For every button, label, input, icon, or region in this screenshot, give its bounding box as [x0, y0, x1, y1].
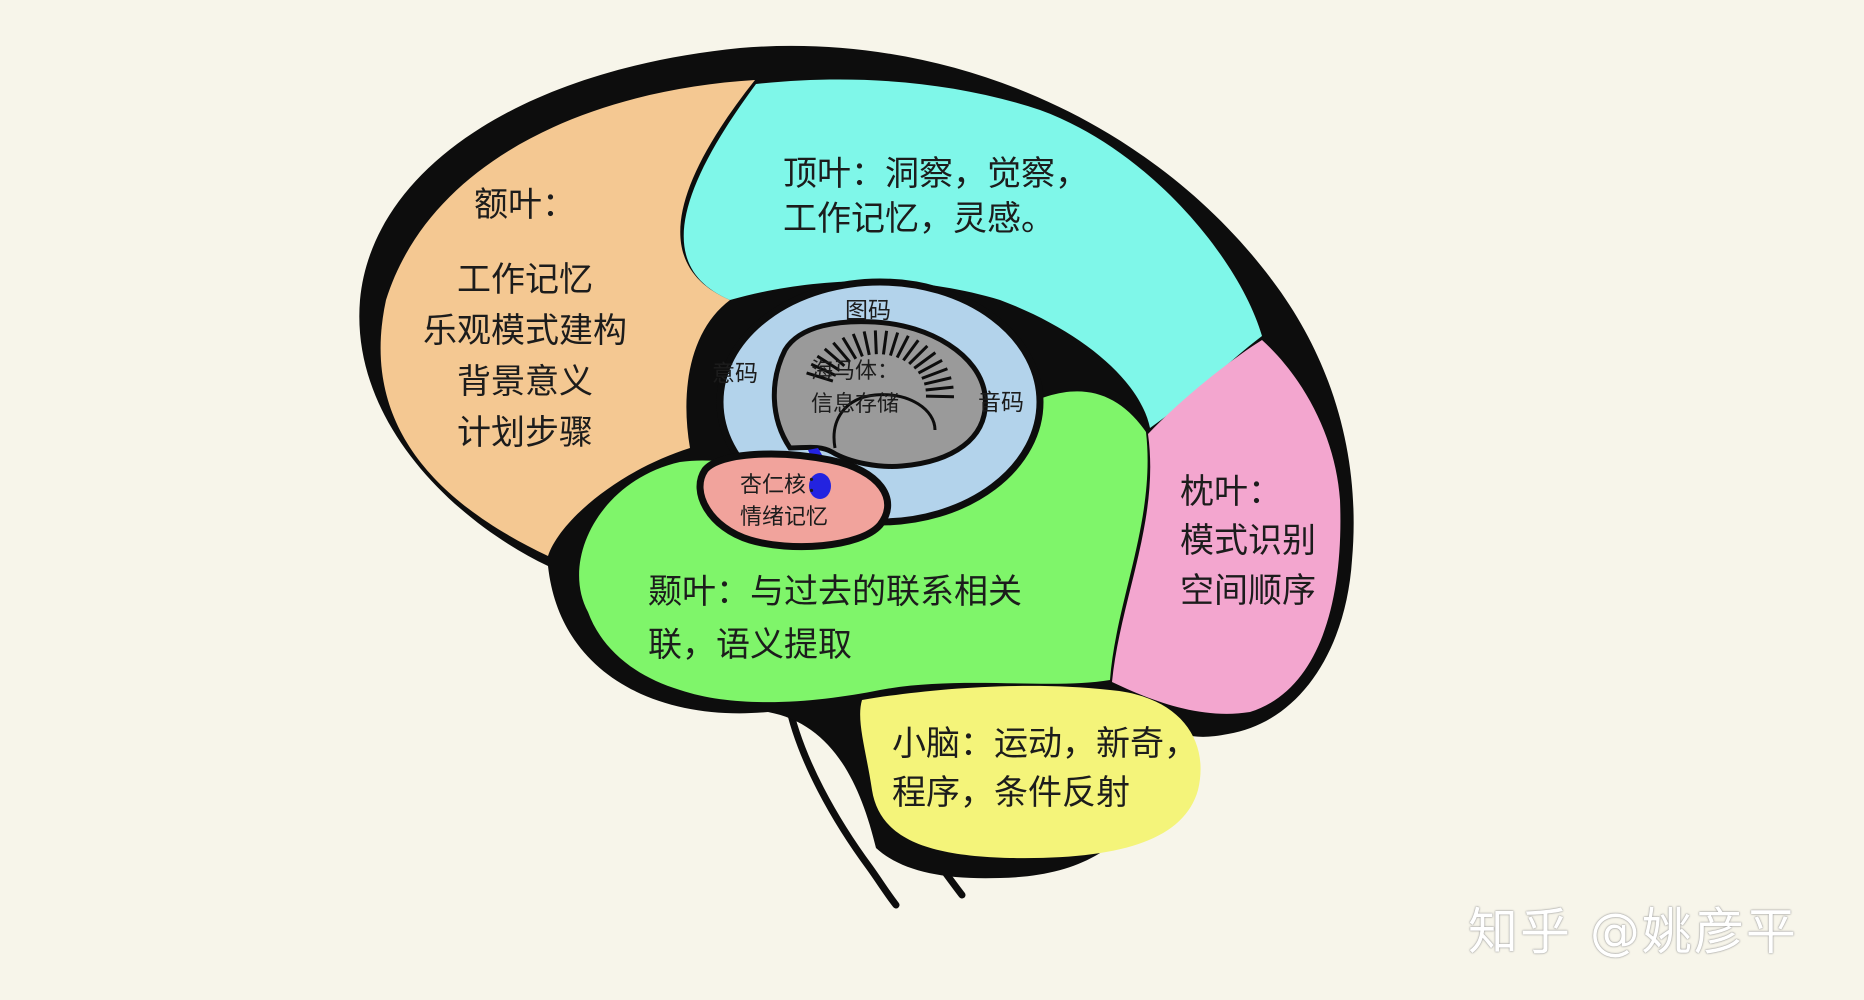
parietal-line: 顶叶：洞察，觉察， — [783, 154, 1089, 194]
frontal-line: 乐观模式建构 — [423, 311, 627, 351]
hippocampus-label: 海马体： 信息存储 — [790, 355, 920, 421]
frontal-title: 额叶： — [474, 185, 576, 225]
hippocampus-line: 海马体： — [810, 359, 899, 384]
hippocampus-ridge — [921, 367, 948, 380]
occipital-lobe — [1112, 340, 1341, 714]
hippocampus-line: 信息存储 — [810, 392, 899, 417]
hippocampus-ridges — [806, 330, 955, 399]
frontal-line: 工作记忆 — [457, 260, 593, 300]
occipital-line: 模式识别 — [1180, 521, 1316, 562]
hippocampus-ridge — [832, 341, 851, 363]
hippocampus-ridge — [873, 330, 878, 355]
hippocampus-ridge — [810, 362, 837, 377]
hippocampus-ridge — [881, 330, 889, 355]
hippocampus-ridge — [917, 358, 943, 375]
amygdala-label: 杏仁核： 情绪记忆 — [724, 470, 844, 534]
cerebellum-line: 程序，条件反射 — [892, 773, 1130, 814]
parietal-lobe-label: 顶叶：洞察，觉察， 工作记忆，灵感。 — [783, 152, 1089, 242]
hippocampus-ridge — [862, 331, 871, 356]
watermark: 知乎 @姚彦平 — [1468, 903, 1798, 961]
hippocampus-ridge — [923, 376, 952, 386]
occipital-line: 枕叶： — [1180, 472, 1282, 512]
sound-code-label: 音码 — [978, 390, 1024, 416]
cerebellum — [860, 685, 1201, 859]
hippocampus-ridge — [908, 344, 929, 366]
hippocampus-inner — [832, 393, 937, 449]
hippocampus-ridge — [925, 385, 954, 392]
frontal-lobe — [380, 80, 755, 556]
occipital-line: 空间顺序 — [1180, 570, 1316, 611]
amygdala-node — [809, 473, 831, 499]
hippocampus-ridge — [841, 336, 858, 360]
occipital-lobe-label: 枕叶： 模式识别 空间顺序 — [1180, 468, 1316, 616]
hippocampus-ridge — [888, 332, 900, 357]
amygdala-line: 情绪记忆 — [739, 504, 828, 530]
hippocampus-ridge — [902, 339, 920, 362]
cerebellum-label: 小脑：运动，新奇， 程序，条件反射 — [892, 720, 1198, 819]
parietal-line: 工作记忆，灵感。 — [783, 198, 1055, 239]
amygdala — [696, 450, 892, 551]
frontal-line: 背景意义 — [457, 362, 593, 402]
cerebellum-line: 小脑：运动，新奇， — [892, 724, 1198, 764]
frontal-line: 计划步骤 — [457, 413, 593, 453]
amygdala-line: 杏仁核： — [739, 473, 828, 498]
temporal-line: 颞叶：与过去的联系相关 — [648, 572, 1022, 612]
frontal-lobe-label: 额叶： 工作记忆 乐观模式建构 背景意义 计划步骤 — [395, 180, 655, 459]
image-code-label: 图码 — [845, 298, 891, 324]
hippocampus-ridge — [925, 394, 955, 399]
parietal-lobe — [683, 79, 1262, 428]
temporal-line: 联，语义提取 — [648, 624, 852, 665]
hippocampus-ridge — [816, 354, 841, 372]
hippocampus-ridge — [851, 333, 864, 357]
hippocampus-ridge — [913, 351, 937, 370]
hippocampus-ridge — [806, 371, 834, 383]
meaning-code-label: 意码 — [712, 361, 758, 387]
temporal-lobe-label: 颞叶：与过去的联系相关 联，语义提取 — [648, 566, 1022, 671]
hippocampus-ridge — [895, 335, 910, 359]
hippocampus-ridge — [823, 347, 846, 368]
